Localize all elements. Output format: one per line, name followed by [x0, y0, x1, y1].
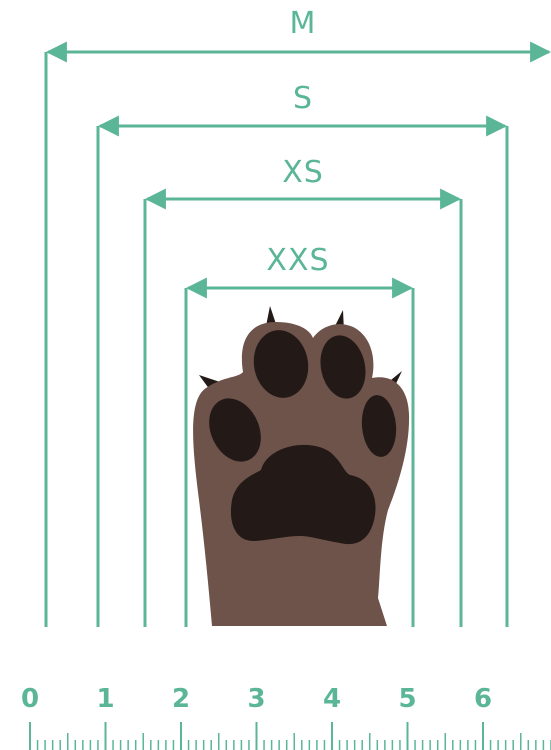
size-m-label: M	[290, 6, 317, 41]
ruler-number-5: 5	[398, 684, 416, 714]
ruler: 0 1 2 3 4 5 6	[21, 684, 551, 750]
ruler-number-1: 1	[96, 684, 114, 714]
ruler-ticks	[30, 722, 551, 750]
ruler-number-2: 2	[172, 684, 190, 714]
size-xxs-label: XXS	[266, 243, 329, 278]
ruler-numbers: 0 1 2 3 4 5 6	[21, 684, 492, 714]
ruler-number-6: 6	[474, 684, 492, 714]
paw-icon	[193, 306, 409, 626]
ruler-number-4: 4	[323, 684, 341, 714]
ruler-number-3: 3	[247, 684, 265, 714]
size-xs-label: XS	[282, 155, 324, 190]
ruler-number-0: 0	[21, 684, 39, 714]
size-s-label: S	[293, 81, 313, 116]
